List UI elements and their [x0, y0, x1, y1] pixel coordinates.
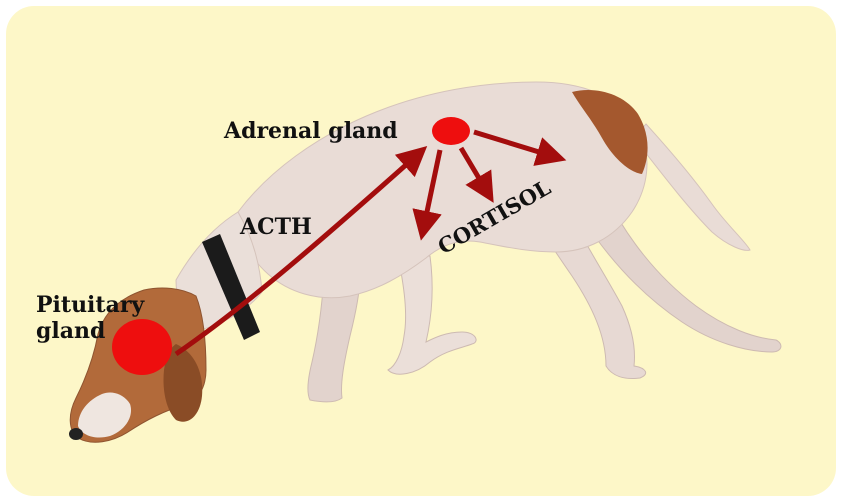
pituitary-gland-label: Pituitary gland — [36, 292, 176, 345]
dog-nose — [69, 428, 83, 440]
dog-tail — [634, 124, 750, 250]
dog-illustration — [6, 6, 836, 496]
acth-label: ACTH — [240, 214, 312, 240]
adrenal-gland-label: Adrenal gland — [224, 118, 398, 144]
adrenal-gland-marker — [432, 117, 470, 145]
diagram-frame: Adrenal gland ACTH Pituitary gland CORTI… — [6, 6, 836, 496]
